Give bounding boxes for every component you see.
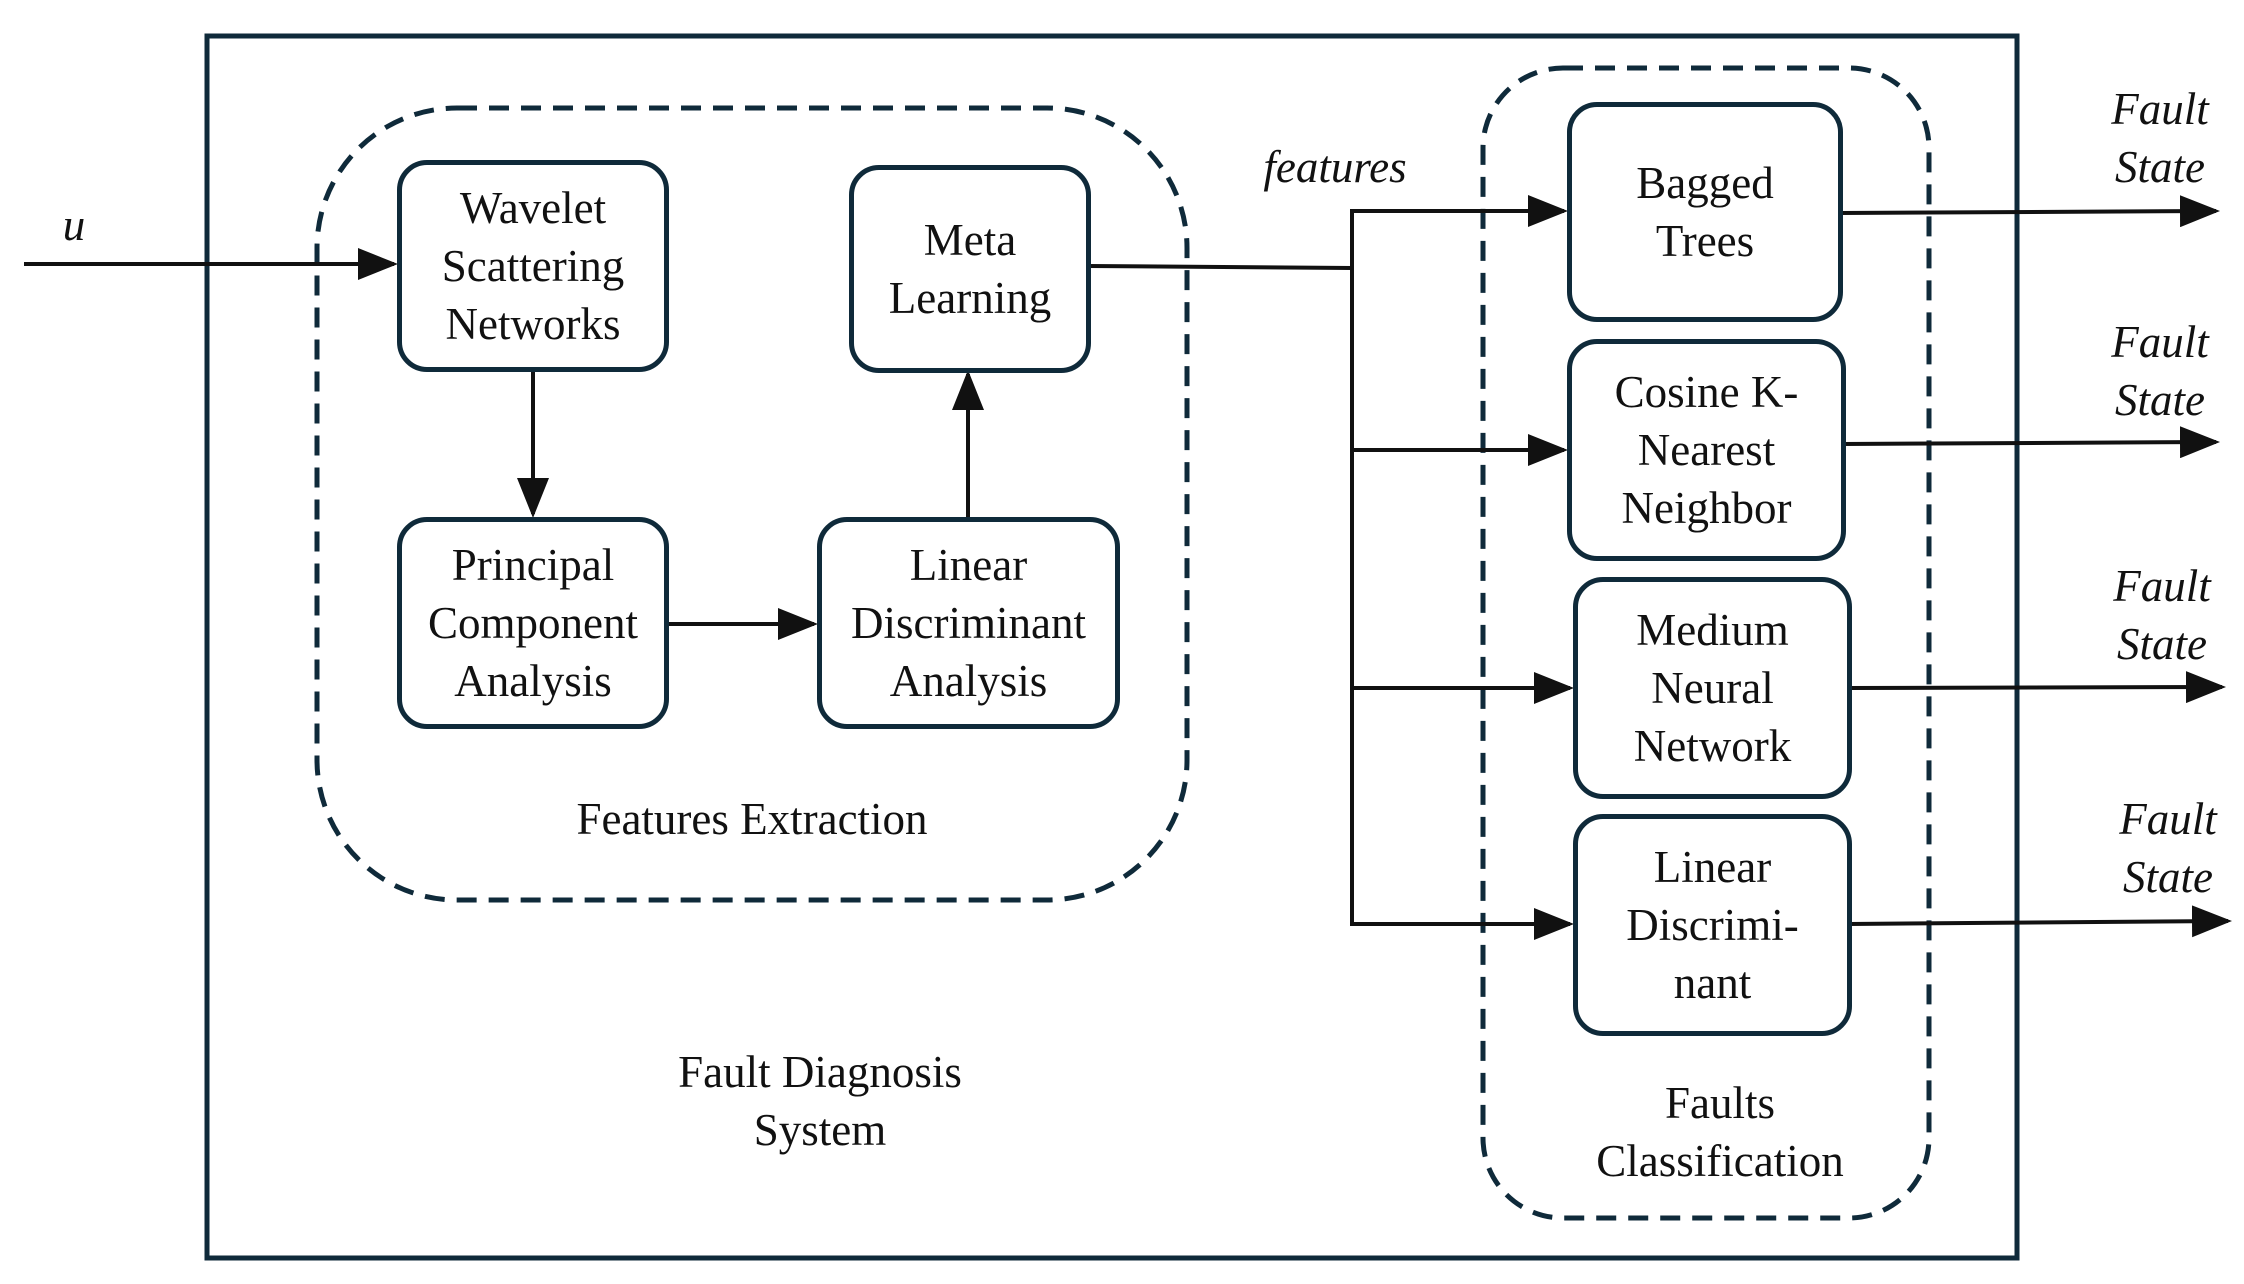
bagged-trees-label: Bagged Trees <box>1636 158 1774 266</box>
system-label: Fault Diagnosis System <box>678 1047 962 1155</box>
features-label: features <box>1263 142 1407 192</box>
neural-network-label: Medium Neural Network <box>1633 605 1792 771</box>
lda-block: Linear Discriminant Analysis <box>817 517 1120 729</box>
extraction-group <box>314 105 1190 903</box>
output-label-1: Fault State <box>2111 84 2209 192</box>
linear-discriminant-label: Linear Discrimi- nant <box>1626 842 1799 1008</box>
wavelet-scattering-block: Wavelet Scattering Networks <box>397 160 669 372</box>
meta-learning-label: Meta Learning <box>888 215 1052 323</box>
extraction-group-label: Features Extraction <box>576 794 928 844</box>
output-arrow-2 <box>1842 426 2220 459</box>
output-label-2: Fault State <box>2111 317 2209 425</box>
classification-group <box>1480 65 1932 1221</box>
neural-network-block: Medium Neural Network <box>1573 577 1852 799</box>
knn-block: Cosine K- Nearest Neighbor <box>1567 339 1846 561</box>
meta-learning-block: Meta Learning <box>849 165 1091 373</box>
pca-block: Principal Component Analysis <box>397 517 669 729</box>
classification-group-label: Faults Classification <box>1596 1078 1844 1186</box>
output-arrow-1 <box>1839 195 2220 228</box>
bagged-trees-block: Bagged Trees <box>1567 102 1843 322</box>
output-label-4: Fault State <box>2119 794 2217 902</box>
linear-discriminant-block: Linear Discrimi- nant <box>1573 814 1852 1036</box>
system-frame <box>204 33 2020 1261</box>
lda-label: Linear Discriminant Analysis <box>851 540 1086 706</box>
input-label: u <box>62 200 86 250</box>
output-arrow-4 <box>1848 905 2232 938</box>
output-arrow-3 <box>1848 671 2226 704</box>
output-label-3: Fault State <box>2113 561 2211 669</box>
pca-label: Principal Component Analysis <box>428 540 638 706</box>
wavelet-scattering-label: Wavelet Scattering Networks <box>441 183 625 349</box>
features-wire <box>1087 264 1353 270</box>
knn-label: Cosine K- Nearest Neighbor <box>1614 367 1799 533</box>
